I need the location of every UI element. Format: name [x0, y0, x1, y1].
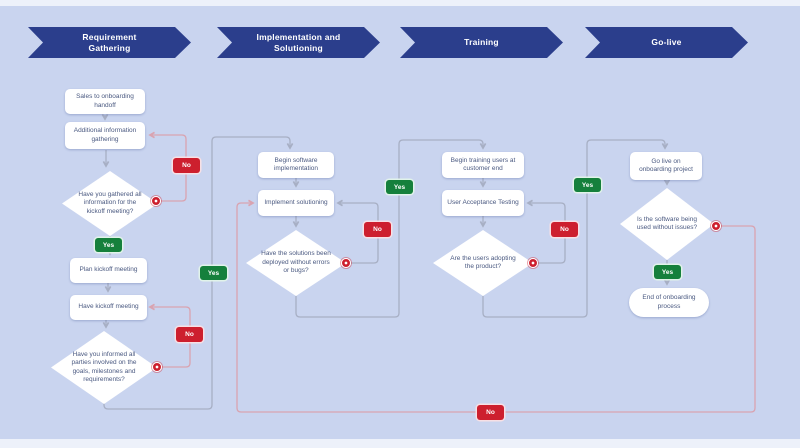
decision-connector-dot-adopting — [528, 258, 538, 268]
edge-label-no-noissues: No — [477, 405, 504, 420]
edge-label-no-gathered: No — [173, 158, 200, 173]
edge-adopting-yes-to-golive — [482, 139, 669, 318]
edge-label-yes-deployed: Yes — [386, 180, 413, 194]
decision-informed-all-parties: Have you informed all parties involved o… — [51, 331, 157, 404]
edge-label-yes-noissues: Yes — [654, 265, 681, 279]
page-edge-top — [0, 0, 800, 6]
phase-banner-go-live: Go-live — [585, 27, 748, 58]
phase-banner-implementation-solutioning: Implementation and Solutioning — [217, 27, 380, 58]
step-begin-software-implementation: Begin software implementation — [258, 152, 334, 178]
phase-banner-training: Training — [400, 27, 563, 58]
step-implement-solutioning: Implement solutioning — [258, 190, 334, 216]
phase-banner-requirement-gathering: Requirement Gathering — [28, 27, 191, 58]
decision-connector-dot-noissues — [711, 221, 721, 231]
page-edge-bottom — [0, 439, 800, 448]
edge-label-no-deployed: No — [364, 222, 391, 237]
edge-label-yes-gathered: Yes — [95, 238, 122, 252]
edge-label-yes-adopting: Yes — [574, 178, 601, 192]
decision-connector-dot-informed — [152, 362, 162, 372]
decision-connector-dot-deployed — [341, 258, 351, 268]
terminator-end-of-onboarding: End of onboarding process — [629, 288, 709, 317]
step-go-live-onboarding-project: Go live on onboarding project — [630, 152, 702, 180]
decision-solutions-deployed: Have the solutions been deployed without… — [246, 230, 346, 296]
step-have-kickoff-meeting: Have kickoff meeting — [70, 295, 147, 320]
step-sales-handoff: Sales to onboarding handoff — [65, 89, 145, 114]
edge-deployed-yes-to-training — [295, 139, 487, 318]
step-additional-info-gathering: Additional information gathering — [65, 122, 145, 149]
decision-connector-dot-gathered — [151, 196, 161, 206]
edge-label-no-informed: No — [176, 327, 203, 342]
edge-label-no-adopting: No — [551, 222, 578, 237]
decision-users-adopting: Are the users adopting the product? — [433, 230, 533, 296]
edge-label-yes-informed: Yes — [200, 266, 227, 280]
decision-gathered-all-information: Have you gathered all information for th… — [62, 171, 158, 236]
step-begin-training-users: Begin training users at customer end — [442, 152, 524, 178]
step-user-acceptance-testing: User Acceptance Testing — [442, 190, 524, 216]
step-plan-kickoff-meeting: Plan kickoff meeting — [70, 258, 147, 283]
decision-software-used-without-issues: Is the software being used without issue… — [620, 188, 714, 260]
